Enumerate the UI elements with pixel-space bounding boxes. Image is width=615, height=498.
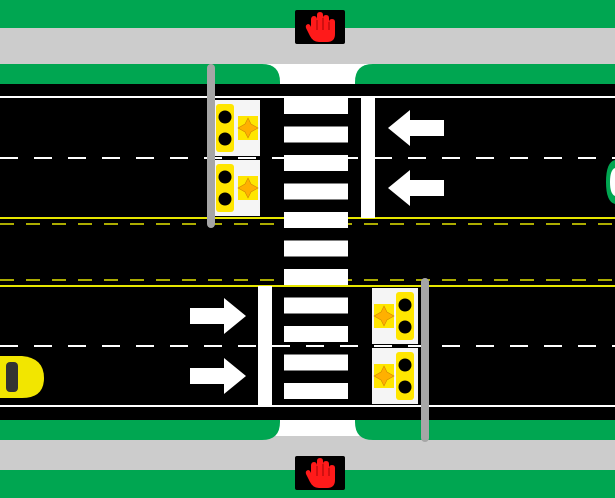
north-edge-line	[0, 96, 615, 98]
eastbound-signal-1	[372, 288, 418, 344]
crosswalk-stripe	[284, 155, 348, 171]
south-edge-line	[0, 405, 615, 407]
crosswalk-stripe	[284, 383, 348, 399]
south-dont-walk-signal	[295, 456, 345, 490]
south-east-grass-corner	[355, 420, 615, 440]
crosswalk-stripe	[284, 326, 348, 342]
crosswalk-stripe	[284, 298, 348, 314]
pedestrian-beacon	[238, 116, 258, 140]
crosswalk-stripe	[284, 98, 348, 114]
pedestrian-beacon	[374, 304, 394, 328]
crosswalk-stripe	[284, 355, 348, 371]
pedestrian-beacon	[238, 176, 258, 200]
westbound-stop-bar	[361, 98, 375, 218]
yellow-car	[0, 356, 44, 398]
crosswalk-stripe	[284, 269, 348, 285]
crosswalk-stripe	[284, 241, 348, 257]
north-west-grass-corner	[0, 64, 280, 84]
eastbound-stop-bar	[258, 286, 272, 406]
north-signal-pole	[207, 64, 215, 228]
south-west-grass-corner	[0, 420, 280, 440]
crosswalk-stripe	[284, 212, 348, 228]
north-east-grass-corner	[355, 64, 615, 84]
crosswalk-stripe	[284, 127, 348, 143]
westbound-signal-2	[214, 160, 260, 216]
westbound-signal-1	[214, 100, 260, 156]
eastbound-signal-2	[372, 348, 418, 404]
north-dont-walk-signal	[295, 10, 345, 44]
pedestrian-beacon	[374, 364, 394, 388]
crosswalk-stripe	[284, 184, 348, 200]
south-signal-pole	[421, 278, 429, 442]
